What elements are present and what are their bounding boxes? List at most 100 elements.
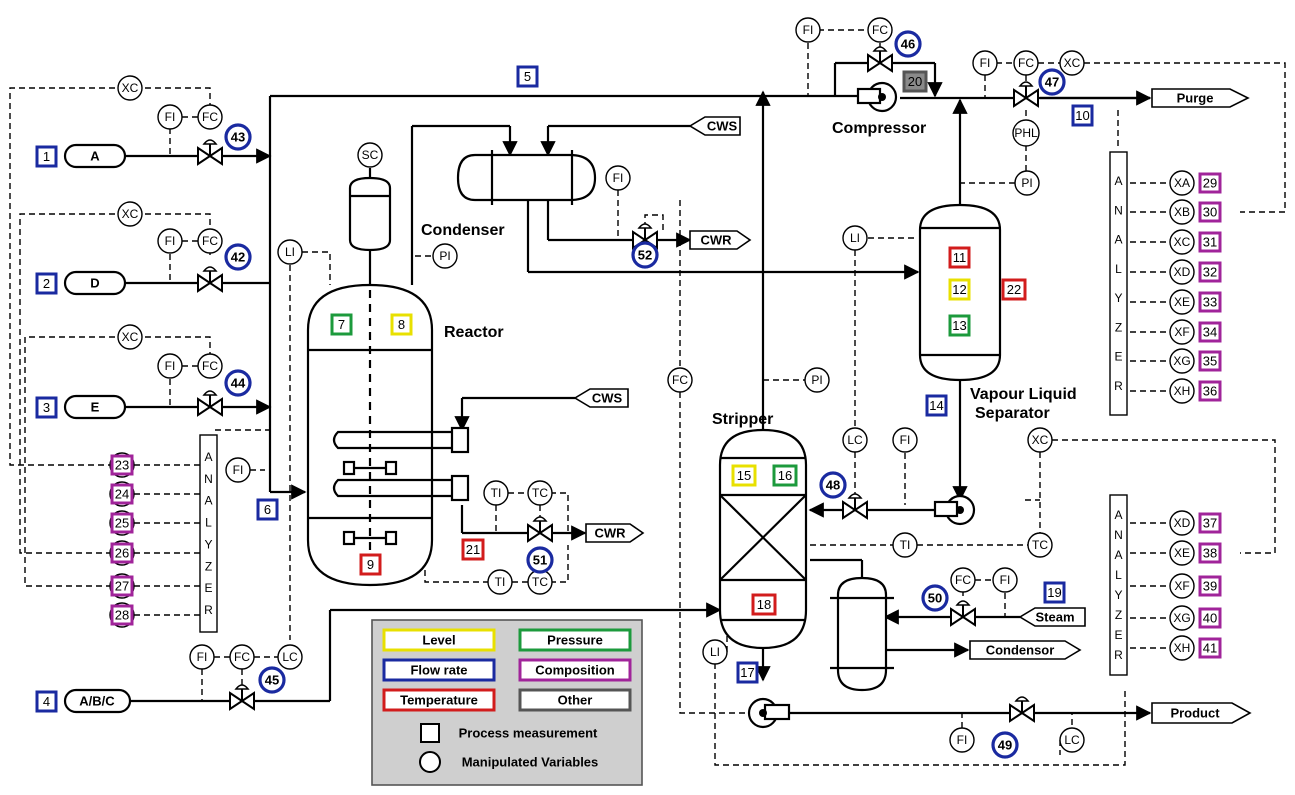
manipulated-variables: 42 43 44 45 46 47 48 49 50 51 52 <box>224 30 1066 759</box>
svg-text:Composition: Composition <box>535 663 614 678</box>
measurement-26: 26 <box>110 542 134 564</box>
measurement-3: 3 <box>35 396 58 419</box>
svg-text:TI: TI <box>491 486 502 500</box>
svg-text:48: 48 <box>826 478 840 493</box>
svg-text:12: 12 <box>952 282 966 297</box>
product-flag: Product <box>1151 702 1252 724</box>
fc-instrument: FC <box>950 567 976 593</box>
cws-reactor-flag: CWS <box>573 388 629 408</box>
svg-text:XB: XB <box>1174 205 1190 219</box>
fi-instrument: FI <box>972 50 998 76</box>
measurement-16: 16 <box>772 464 798 487</box>
compressor-label: Compressor <box>832 120 926 137</box>
svg-text:XA: XA <box>1174 176 1190 190</box>
ti-instrument: TI <box>487 569 513 595</box>
svg-text:45: 45 <box>265 673 279 688</box>
svg-text:A/B/C: A/B/C <box>79 694 115 709</box>
measurement-31: 31 <box>1198 231 1222 253</box>
measurement-6: 6 <box>256 498 279 521</box>
svg-text:FC: FC <box>872 23 888 37</box>
separator-label-line2: Separator <box>975 405 1050 422</box>
svg-text:CWS: CWS <box>707 119 738 134</box>
mv-52: 52 <box>631 241 659 269</box>
svg-text:41: 41 <box>1203 641 1217 656</box>
svg-text:TC: TC <box>1032 538 1048 552</box>
mv-44: 44 <box>224 369 252 397</box>
fi-instrument: FI <box>892 427 918 453</box>
analyzer-letter: A <box>1114 548 1122 562</box>
svg-text:FI: FI <box>613 171 624 185</box>
xg-instrument: XG <box>1169 348 1195 374</box>
feed-e-capsule: E <box>63 394 127 420</box>
xf-instrument: XF <box>1169 573 1195 599</box>
svg-text:FI: FI <box>900 433 911 447</box>
analyzer-letter: E <box>204 581 212 595</box>
svg-text:XC: XC <box>1032 433 1049 447</box>
svg-text:30: 30 <box>1203 205 1217 220</box>
svg-text:TC: TC <box>532 575 548 589</box>
analyzer-letter: R <box>1114 379 1123 393</box>
measurement-15: 15 <box>731 464 757 487</box>
analyzer-letter: R <box>1114 648 1123 662</box>
legend-pressure: Pressure <box>518 628 632 652</box>
feed-abc-capsule: A/B/C <box>63 688 132 714</box>
measurement-4: 4 <box>35 690 58 713</box>
svg-text:XD: XD <box>1174 265 1191 279</box>
svg-text:A: A <box>90 149 100 164</box>
svg-text:FI: FI <box>165 234 176 248</box>
svg-text:PI: PI <box>1021 176 1032 190</box>
cwr-condenser-flag: CWR <box>689 230 752 250</box>
measurement-21: 21 <box>461 538 485 561</box>
svg-text:2: 2 <box>43 276 50 291</box>
svg-text:Level: Level <box>422 633 455 648</box>
fc-instrument: FC <box>197 104 223 130</box>
fc-instrument: FC <box>197 353 223 379</box>
analyzer-letter: Y <box>1114 291 1122 305</box>
svg-text:LC: LC <box>847 433 863 447</box>
svg-text:46: 46 <box>901 37 915 52</box>
analyzer-letter: A <box>204 450 212 464</box>
svg-text:3: 3 <box>43 400 50 415</box>
analyzer-letter: E <box>1114 628 1122 642</box>
svg-text:20: 20 <box>908 74 922 89</box>
svg-text:XC: XC <box>122 207 139 221</box>
svg-text:19: 19 <box>1047 585 1061 600</box>
measurement-20: 20 <box>902 70 928 93</box>
li-instrument: LI <box>842 225 868 251</box>
svg-text:7: 7 <box>338 317 345 332</box>
steam-flag: Steam <box>1018 607 1086 627</box>
measurement-13: 13 <box>948 314 971 337</box>
svg-text:LI: LI <box>285 245 295 259</box>
separator-label-line1: Vapour Liquid <box>970 386 1077 403</box>
feed-a-capsule: A <box>63 143 127 169</box>
fi-instrument: FI <box>605 165 631 191</box>
measurement-38: 38 <box>1198 542 1222 564</box>
svg-text:Manipulated Variables: Manipulated Variables <box>462 755 599 770</box>
svg-text:XE: XE <box>1174 546 1190 560</box>
li-instrument: LI <box>702 639 728 665</box>
xh-instrument: XH <box>1169 635 1195 661</box>
measurement-40: 40 <box>1198 607 1222 629</box>
xc-instrument: XC <box>117 324 143 350</box>
measurement-23: 23 <box>110 454 134 476</box>
legend-level: Level <box>382 628 496 652</box>
reactor <box>306 283 470 587</box>
valve <box>867 46 893 73</box>
svg-text:23: 23 <box>115 458 129 473</box>
li-instrument: LI <box>277 239 303 265</box>
svg-text:FI: FI <box>1000 573 1011 587</box>
svg-text:35: 35 <box>1203 354 1217 369</box>
svg-text:15: 15 <box>737 468 751 483</box>
svg-text:Temperature: Temperature <box>400 693 478 708</box>
product-pump <box>747 697 791 729</box>
svg-text:XD: XD <box>1174 516 1191 530</box>
compressor <box>856 81 898 113</box>
measurement-8: 8 <box>390 313 413 336</box>
mv-47: 47 <box>1038 68 1066 96</box>
svg-text:10: 10 <box>1075 108 1089 123</box>
legend-composition: Composition <box>518 658 632 682</box>
measurement-17: 17 <box>736 661 759 684</box>
valve <box>527 516 553 543</box>
analyzer-letter: A <box>1114 174 1122 188</box>
